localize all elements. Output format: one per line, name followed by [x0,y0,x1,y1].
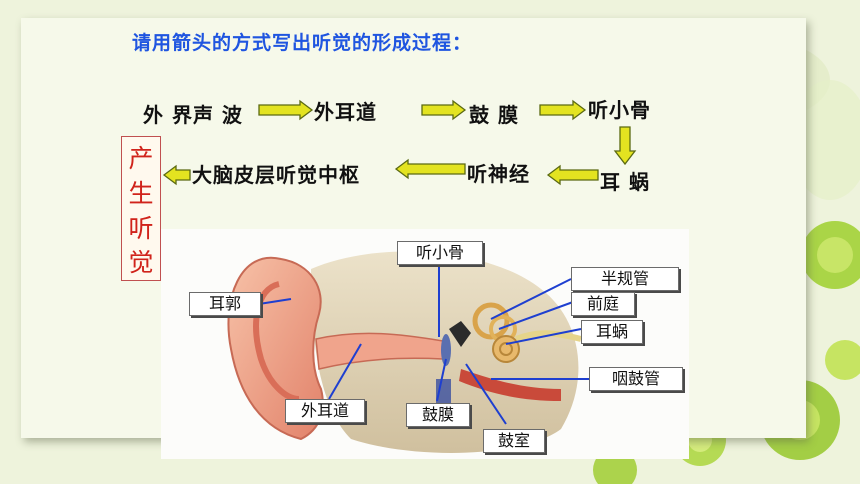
result-char: 听 [128,214,154,243]
label-cochlea: 耳蜗 [581,320,643,344]
right-arrow-icon [421,99,467,121]
leader-lines [258,263,589,425]
flow-step-ear-canal: 外耳道 [314,100,377,124]
down-arrow-icon [613,126,637,166]
result-box: 产 生 听 觉 [121,136,161,281]
question-title: 请用箭头的方式写出听觉的形成过程： [132,32,473,54]
left-arrow-icon [162,164,191,186]
flow-step-auditory-cortex: 大脑皮层听觉中枢 [192,163,360,187]
label-tympanic-cavity: 鼓室 [483,429,545,453]
flow-step-auditory-nerve: 听神经 [467,162,530,186]
ear-anatomy-diagram: 听小骨 半规管 前庭 耳蜗 咽鼓管 耳郭 外耳道 鼓膜 鼓室 [161,229,689,459]
result-char: 觉 [128,248,154,277]
right-arrow-icon [539,99,587,121]
label-semicircular-canals: 半规管 [571,267,679,291]
result-char: 产 [128,144,154,173]
label-auricle: 耳郭 [189,292,261,316]
label-auditory-ossicles: 听小骨 [397,241,483,265]
label-ear-canal: 外耳道 [285,399,365,423]
right-arrow-icon [258,99,314,121]
flow-step-cochlea: 耳 蜗 [600,170,650,194]
left-arrow-icon [546,164,599,186]
flow-step-eardrum: 鼓 膜 [469,103,519,127]
label-eustachian-tube: 咽鼓管 [589,367,683,391]
label-eardrum: 鼓膜 [406,403,470,427]
label-vestibule: 前庭 [571,292,635,316]
result-char: 生 [128,179,154,208]
flow-step-sound-waves: 外 界声 波 [143,103,243,127]
flow-step-ossicles: 听小骨 [588,98,651,122]
left-arrow-icon [394,158,466,180]
